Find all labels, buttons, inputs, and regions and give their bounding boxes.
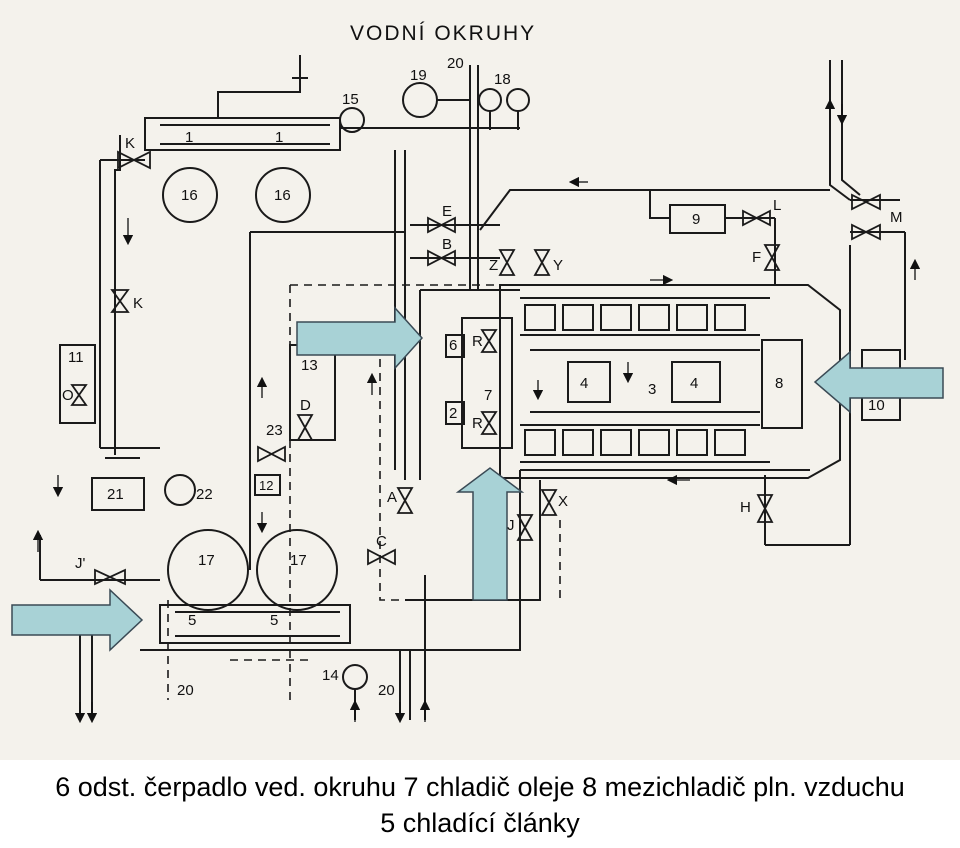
flow-arrows (32, 98, 921, 724)
valve-label-o: O (62, 387, 74, 404)
highlight-arrows (11, 306, 944, 652)
arrow-right-to-cells-5 (11, 588, 144, 652)
label-22: 22 (196, 486, 213, 503)
label-17b: 17 (290, 552, 307, 569)
valve-label-l: L (773, 197, 781, 214)
label-21: 21 (107, 486, 124, 503)
caption-line-1: 6 odst. čerpadlo ved. okruhu 7 chladič o… (55, 772, 905, 802)
valve-label-x: X (558, 493, 568, 510)
caption-line-2: 5 chladící články (380, 808, 580, 838)
label-18: 18 (494, 71, 511, 88)
valve-label-jp: J' (75, 555, 86, 572)
valve-label-f: F (752, 249, 761, 266)
valve-label-b: B (442, 236, 452, 253)
label-9: 9 (692, 211, 700, 228)
valve-label-z: Z (489, 257, 498, 274)
arrow-left-to-intercooler-8 (813, 350, 944, 414)
valve-label-k1: K (125, 135, 135, 152)
label-12: 12 (259, 478, 273, 493)
valve-label-y: Y (553, 257, 563, 274)
valve-label-j: J (507, 517, 515, 534)
arrow-up-to-cooler-7 (455, 467, 525, 601)
label-5a: 5 (188, 612, 196, 629)
label-11: 11 (68, 349, 84, 366)
label-16b: 16 (274, 187, 291, 204)
label-2: 2 (449, 405, 457, 422)
dashed-lines (167, 284, 561, 700)
label-19: 19 (410, 67, 427, 84)
valve-label-a: A (387, 489, 397, 506)
label-7: 7 (484, 387, 492, 404)
valve-label-h: H (740, 499, 751, 516)
valve-label-r2: R (472, 415, 483, 432)
arrow-right-to-pump-6 (296, 306, 424, 370)
label-23: 23 (266, 422, 283, 439)
label-1a: 1 (185, 129, 193, 146)
label-8: 8 (775, 375, 783, 392)
valve-label-r1: R (472, 333, 483, 350)
label-17a: 17 (198, 552, 215, 569)
label-20c: 20 (378, 682, 395, 699)
label-4b: 4 (690, 375, 698, 392)
label-13: 13 (301, 357, 318, 374)
valves (70, 150, 881, 586)
diagram-title: VODNÍ OKRUHY (350, 22, 536, 45)
valve-label-c: C (376, 533, 387, 550)
label-1b: 1 (275, 129, 283, 146)
label-14: 14 (322, 667, 339, 684)
label-5b: 5 (270, 612, 278, 629)
label-16a: 16 (181, 187, 198, 204)
water-circuit-diagram: VODNÍ OKRUHY (11, 22, 944, 724)
label-20b: 20 (177, 682, 194, 699)
label-15: 15 (342, 91, 359, 108)
valve-label-e: E (442, 203, 452, 220)
component-labels: 1 1 2 3 4 4 5 5 6 7 8 9 10 11 12 13 14 1… (68, 55, 885, 699)
valve-labels: K K E B Z Y L F M R R D A C X J H J' O (62, 135, 903, 572)
label-20a: 20 (447, 55, 464, 72)
label-10: 10 (868, 397, 885, 414)
valve-label-d: D (300, 397, 311, 414)
label-4a: 4 (580, 375, 588, 392)
label-6: 6 (449, 337, 457, 354)
valve-label-m: M (890, 209, 903, 226)
valve-label-k2: K (133, 295, 143, 312)
label-3: 3 (648, 381, 656, 398)
